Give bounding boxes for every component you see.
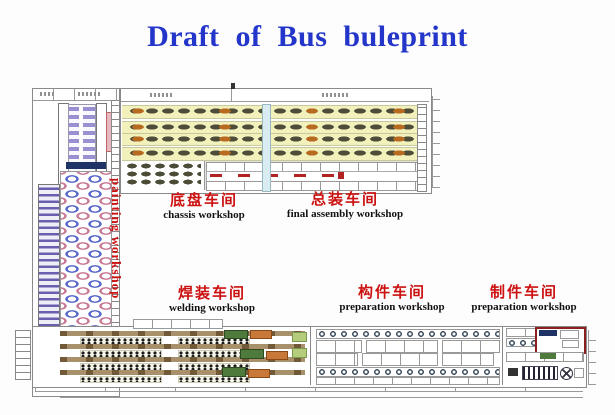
assembly-lane-4-buses: [128, 150, 420, 156]
bottom-dimension-line-2: [60, 397, 583, 398]
light-green-bus: [292, 332, 307, 342]
east-wall-cells: [417, 104, 427, 192]
top-band-header-divider: [231, 89, 232, 101]
parts-cells-row: [506, 328, 536, 337]
assembly-lane-3-buses: [128, 136, 420, 142]
prep-machine-group: [442, 340, 500, 353]
welding-workshop-label-zh: 焊装车间: [177, 284, 246, 302]
welding-prep-divider: [310, 327, 311, 385]
green-bus: [240, 349, 264, 359]
welding-header-cells: [133, 319, 223, 329]
orange-bus: [248, 369, 270, 378]
prep-machine-group: [442, 353, 494, 366]
welding-workshop-label-en: welding workshop: [169, 302, 255, 315]
welding-conveyor-bar: [60, 357, 305, 362]
paint-header-tiny-text: [40, 92, 56, 96]
staging-red-markers: [210, 174, 340, 177]
light-green-bus: [292, 348, 307, 358]
page-title: Draft of Bus buleprint: [147, 20, 468, 53]
prep-parts-divider: [502, 327, 503, 385]
component-workshop-label: 构件车间 preparation workshop: [328, 283, 456, 314]
assembly-lane-1-buses: [128, 108, 420, 114]
workshop-divider-column: [262, 104, 271, 192]
staging-buses-row: [125, 171, 201, 177]
prep-bench-row: [316, 377, 500, 385]
chassis-workshop-label-en: chassis workshop: [163, 209, 245, 222]
chassis-workshop-label-zh: 底盘车间: [169, 191, 238, 209]
parts-workshop-label: 制件车间 preparation workshop: [460, 283, 588, 314]
parts-cell: [562, 340, 579, 348]
staging-red-cross: [338, 172, 344, 179]
final-assembly-workshop-label: 总装车间 final assembly workshop: [280, 190, 410, 221]
staging-buses-row: [125, 179, 201, 185]
roof-tick: [231, 83, 235, 89]
painting-workshop-label: painting workshop: [109, 178, 124, 300]
component-workshop-label-en: preparation workshop: [339, 301, 445, 314]
dark-machine: [508, 368, 518, 376]
welding-conveyor-bar: [60, 344, 305, 349]
prep-machine-group: [316, 353, 358, 366]
left-margin-cells: [15, 330, 31, 380]
staging-buses-row: [125, 163, 201, 169]
parts-workshop-label-zh: 制件车间: [489, 283, 558, 301]
top-band-dimension-ticks: [432, 96, 440, 188]
assembly-header-tiny-text: [322, 93, 350, 97]
orange-bus: [250, 330, 272, 339]
paint-header-tiny-text: [78, 92, 100, 96]
welding-workshop-label: 焊装车间 welding workshop: [156, 284, 268, 315]
orange-bus: [266, 351, 288, 360]
navy-machine: [539, 330, 557, 336]
prep-machine-group: [362, 353, 438, 366]
chassis-workshop-label: 底盘车间 chassis workshop: [148, 191, 260, 222]
chassis-header-tiny-text: [150, 93, 172, 97]
prep-machine-group: [316, 340, 362, 353]
final-assembly-workshop-label-zh: 总装车间: [310, 190, 379, 208]
paint-oven-bar: [66, 162, 106, 169]
final-assembly-workshop-label-en: final assembly workshop: [286, 208, 404, 221]
parts-cell: [574, 368, 584, 378]
welding-conveyor-bar: [60, 331, 305, 336]
top-band-header: [121, 89, 429, 102]
bottom-dimension-line: [35, 391, 583, 392]
prep-machine-group: [366, 340, 438, 353]
prep-coil-row-top: [316, 329, 500, 339]
green-bus: [224, 330, 248, 339]
welding-jig-row: [178, 376, 250, 383]
parts-workshop-label-en: preparation workshop: [471, 301, 577, 314]
assembly-lane-2-buses: [128, 124, 420, 130]
hatched-machine-block: [522, 366, 558, 380]
prep-coil-row-bottom: [316, 367, 500, 377]
right-dimension-ticks: [588, 330, 596, 385]
fan-symbol: [560, 367, 573, 380]
welding-conveyor-bar: [60, 370, 305, 375]
parts-coil-row: [506, 338, 536, 347]
parts-cell: [560, 330, 579, 339]
green-machine: [540, 353, 556, 359]
bottom-dimension-ticks: [35, 387, 583, 391]
component-workshop-label-zh: 构件车间: [357, 283, 426, 301]
welding-jig-row: [80, 376, 162, 383]
green-bus: [222, 367, 246, 377]
